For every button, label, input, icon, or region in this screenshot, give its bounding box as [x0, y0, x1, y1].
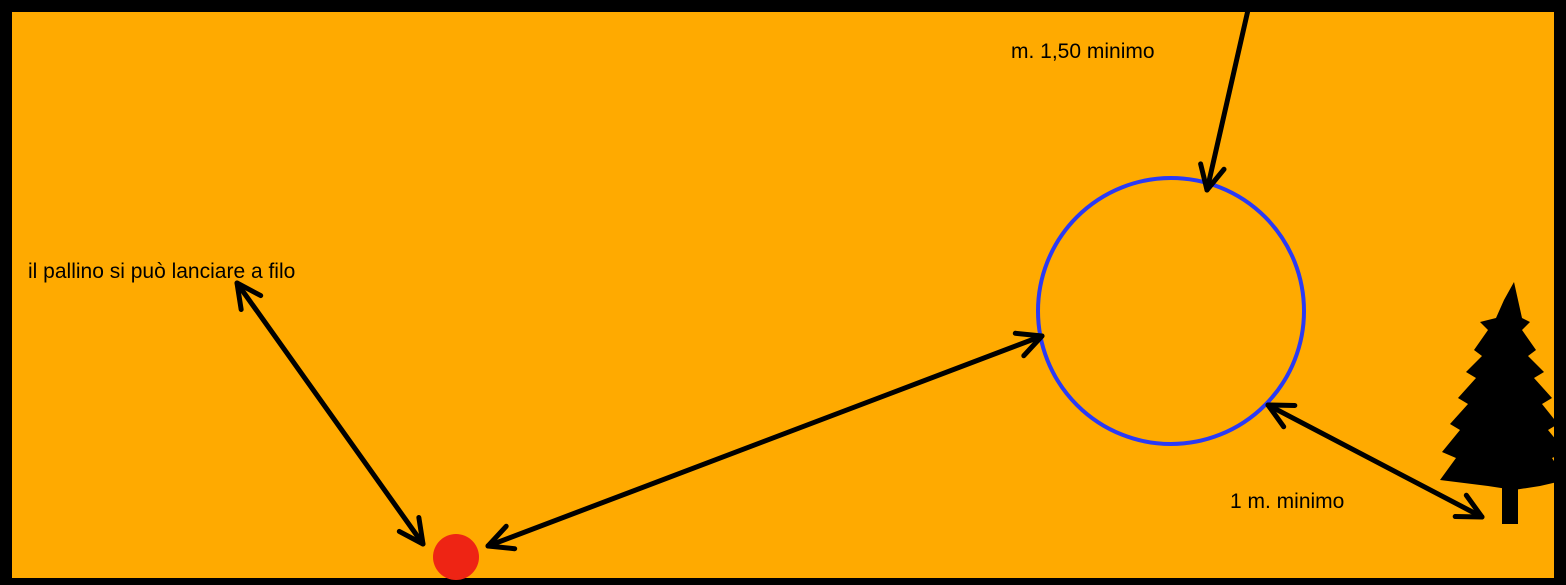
- label-tree-distance: 1 m. minimo: [1230, 490, 1344, 513]
- label-circle-distance: m. 1,50 minimo: [1011, 40, 1155, 63]
- arrow-circle-edge: [1198, 7, 1251, 193]
- arrow-pallino-to-circle: [485, 330, 1045, 552]
- arrow-circle-to-tree: [1265, 402, 1485, 520]
- label-throw-to-edge: il pallino si può lanciare a filo: [28, 260, 295, 283]
- target-circle: [1036, 176, 1306, 446]
- arrow-pallino-to-edge: [234, 280, 426, 547]
- pallino-ball: [433, 534, 479, 580]
